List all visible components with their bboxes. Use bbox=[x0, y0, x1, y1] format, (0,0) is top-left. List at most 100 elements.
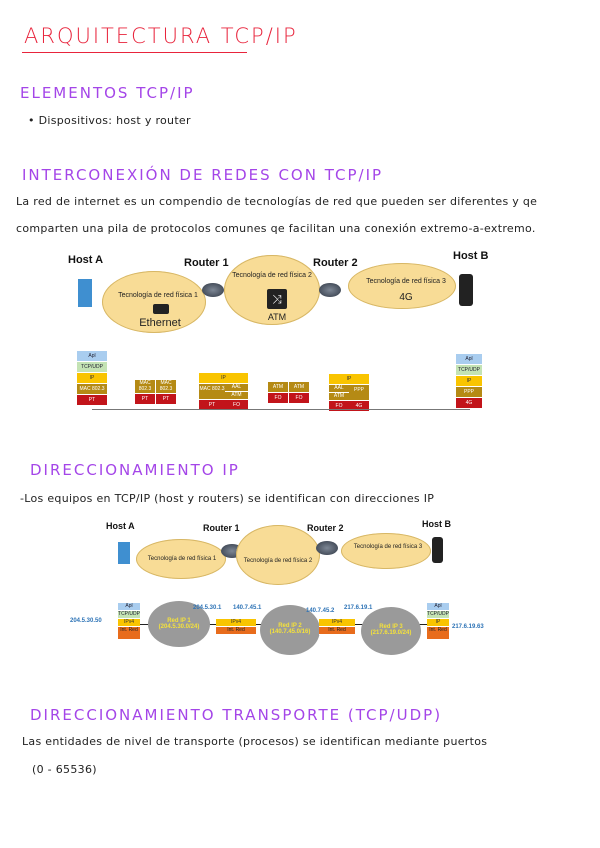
atm-switch-stack-left: ATM FO bbox=[268, 382, 288, 404]
cloud3-label: Tecnología de red física 3 bbox=[353, 544, 423, 550]
layer-pt: PT bbox=[199, 400, 225, 411]
ethernet-label: Ethernet bbox=[139, 317, 181, 329]
host-a-label: Host A bbox=[106, 521, 135, 531]
layer-apl: Apl bbox=[456, 354, 482, 365]
host-a-stack: Apl TCP/UDP IPv4 Int. Red bbox=[118, 603, 140, 640]
net-name: Red IP 1 bbox=[167, 618, 191, 624]
layer-atm: ATM bbox=[329, 393, 349, 401]
net1-label: Red IP 1(204.5.30.0/24) bbox=[148, 618, 210, 630]
cloud-network-1 bbox=[136, 539, 226, 579]
router2-stack: IPv4 Int. Red bbox=[319, 619, 355, 635]
host-a-stack: Apl TCP/UDP IP MAC 802.3 PT bbox=[77, 351, 107, 406]
host-b-label: Host B bbox=[422, 519, 451, 529]
layer-int-red: Int. Red bbox=[216, 627, 256, 635]
cloud1-label: Tecnología de red física 1 bbox=[147, 556, 217, 562]
router2-address-a: 140.7.45.2 bbox=[306, 608, 335, 614]
heading-interconexion: INTERCONEXIÓN DE REDES CON TCP/IP bbox=[22, 166, 384, 184]
layer-int-red: Int. Red bbox=[319, 627, 355, 635]
router1-label: Router 1 bbox=[203, 523, 240, 533]
layer-aal: AAL bbox=[329, 385, 349, 393]
cloud-network-1 bbox=[102, 271, 206, 333]
bullet-text: Dispositivos: host y router bbox=[38, 114, 191, 127]
router1-label: Router 1 bbox=[184, 257, 229, 269]
layer-pt: PT bbox=[156, 394, 176, 405]
layer-tcp: TCP/UDP bbox=[427, 611, 449, 619]
layer-tcp: TCP/UDP bbox=[456, 365, 482, 376]
4g-label: 4G bbox=[399, 292, 413, 303]
cloud2-label: Tecnología de red física 2 bbox=[243, 558, 313, 564]
layer-fo: FO bbox=[329, 401, 349, 412]
layer-int-red: Int. Red bbox=[118, 627, 140, 640]
layer-ip: IP bbox=[77, 373, 107, 384]
router-icon bbox=[316, 541, 338, 555]
layer-mac: MAC 802.3 bbox=[199, 384, 225, 400]
layer-4g: 4G bbox=[349, 401, 369, 412]
layer-apl: Apl bbox=[427, 603, 449, 611]
net-prefix: (217.6.19.0/24) bbox=[370, 630, 412, 636]
layer-mac: MAC 802.3 bbox=[77, 384, 107, 395]
cloud3-label: Tecnología de red física 3 bbox=[366, 278, 446, 285]
router1-stack: IPv4 Int. Red bbox=[216, 619, 256, 635]
router2-label: Router 2 bbox=[307, 523, 344, 533]
layer-tcp: TCP/UDP bbox=[77, 362, 107, 373]
host-a-label: Host A bbox=[68, 254, 104, 266]
layer-apl: Apl bbox=[77, 351, 107, 362]
switch-icon bbox=[153, 304, 169, 314]
layer-apl: Apl bbox=[118, 603, 140, 611]
net-prefix: (140.7.45.0/16) bbox=[269, 629, 311, 635]
atm-switch-stack-right: ATM FO bbox=[289, 382, 309, 404]
cloud-network-3 bbox=[348, 263, 456, 309]
heading-elementos: ELEMENTOS TCP/IP bbox=[20, 84, 195, 102]
router1-address-a: 204.5.30.1 bbox=[193, 605, 222, 611]
router2-label: Router 2 bbox=[313, 257, 358, 269]
layer-ip: IP bbox=[427, 619, 449, 627]
router1-address-b: 140.7.45.1 bbox=[233, 605, 262, 611]
diagram-protocol-stacks: Host A Router 1 Router 2 Host B Tecnolog… bbox=[62, 247, 500, 413]
page-title: ARQUITECTURA TCP/IP bbox=[24, 24, 298, 48]
link-line bbox=[92, 409, 470, 410]
net-prefix: (204.5.30.0/24) bbox=[158, 624, 200, 630]
host-b-label: Host B bbox=[453, 250, 489, 262]
layer-ip: IPv4 bbox=[319, 619, 355, 627]
router2-address-b: 217.6.19.1 bbox=[344, 605, 373, 611]
layer-atm: ATM bbox=[289, 382, 309, 393]
phone-icon bbox=[432, 537, 443, 563]
layer-ip: IP bbox=[329, 374, 369, 385]
switch-stack-left: MAC 802.3 PT bbox=[135, 380, 155, 405]
bullet-item: • Dispositivos: host y router bbox=[28, 114, 191, 127]
layer-pt: PT bbox=[77, 395, 107, 406]
layer-ip: IP bbox=[199, 373, 248, 384]
ip-network-2-cloud bbox=[260, 605, 320, 655]
host-a-address: 204.5.30.50 bbox=[70, 618, 102, 624]
atm-label: ATM bbox=[267, 312, 287, 322]
cloud1-label: Tecnología de red física 1 bbox=[118, 292, 198, 299]
ip-network-1-cloud bbox=[148, 601, 210, 647]
host-b-stack: Apl TCP/UDP IP Int. Red bbox=[427, 603, 449, 640]
ip-line: -Los equipos en TCP/IP (host y routers) … bbox=[20, 492, 435, 505]
layer-4g: 4G bbox=[456, 398, 482, 409]
phone-icon bbox=[459, 274, 473, 306]
ip-network-3-cloud bbox=[361, 607, 421, 655]
net2-label: Red IP 2(140.7.45.0/16) bbox=[260, 623, 320, 635]
cloud2-label: Tecnología de red física 2 bbox=[232, 272, 312, 279]
layer-ip: IPv4 bbox=[118, 619, 140, 627]
cloud-network-2 bbox=[236, 525, 320, 585]
router-icon bbox=[319, 283, 341, 297]
layer-atm: ATM bbox=[268, 382, 288, 393]
switch-stack-right: MAC 802.3 PT bbox=[156, 380, 176, 405]
server-icon bbox=[78, 279, 92, 307]
layer-tcp: TCP/UDP bbox=[118, 611, 140, 619]
heading-direccionamiento-ip: DIRECCIONAMIENTO IP bbox=[30, 461, 240, 479]
layer-mac: MAC 802.3 bbox=[156, 380, 176, 394]
router-icon bbox=[202, 283, 224, 297]
diagram-ip-addressing: Host A Router 1 Router 2 Host B Tecnolog… bbox=[66, 517, 496, 660]
paragraph-line-2: comparten una pila de protocolos comunes… bbox=[16, 222, 536, 235]
layer-fo: FO bbox=[268, 393, 288, 404]
layer-aal: AAL bbox=[225, 384, 248, 392]
paragraph-line-1: La red de internet es un compendio de te… bbox=[16, 195, 538, 208]
layer-int-red: Int. Red bbox=[427, 627, 449, 640]
transport-line-2: (0 - 65536) bbox=[32, 763, 97, 776]
